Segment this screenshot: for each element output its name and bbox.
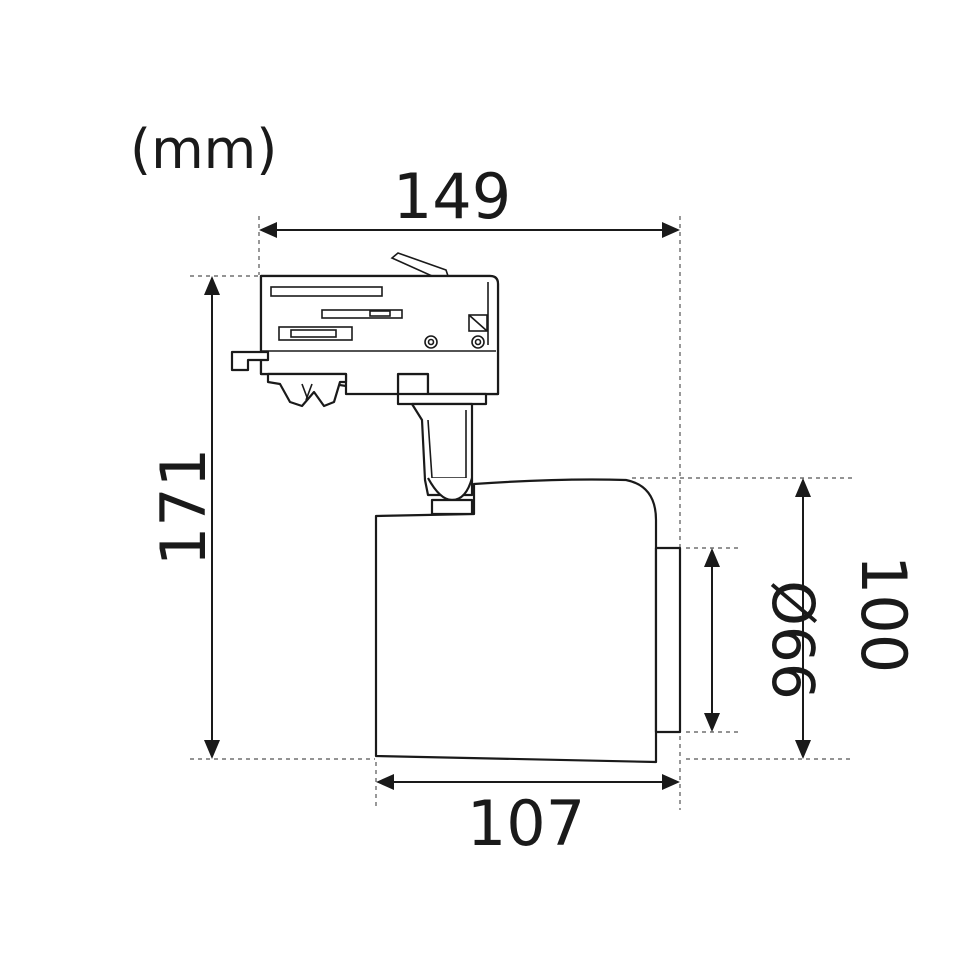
dimension-label-width: 149 — [393, 160, 511, 233]
dimension-head-height-100: 100 — [795, 478, 920, 759]
dimension-lens-diameter-66: Ø66 — [704, 548, 827, 732]
units-label: (mm) — [130, 118, 277, 181]
dimension-label-head-depth: 107 — [467, 787, 585, 860]
dimension-label-height: 171 — [147, 448, 220, 566]
dimension-width-149: 149 — [259, 160, 680, 238]
dimension-height-171: 171 — [147, 276, 220, 759]
dimension-head-depth-107: 107 — [376, 774, 680, 860]
spot-head — [374, 478, 658, 764]
lens-ring — [654, 546, 682, 734]
track-adapter — [230, 252, 500, 408]
dimension-label-lens-diameter: Ø66 — [759, 580, 827, 699]
arm-stem — [410, 402, 474, 516]
dimension-label-head-height: 100 — [847, 555, 920, 673]
